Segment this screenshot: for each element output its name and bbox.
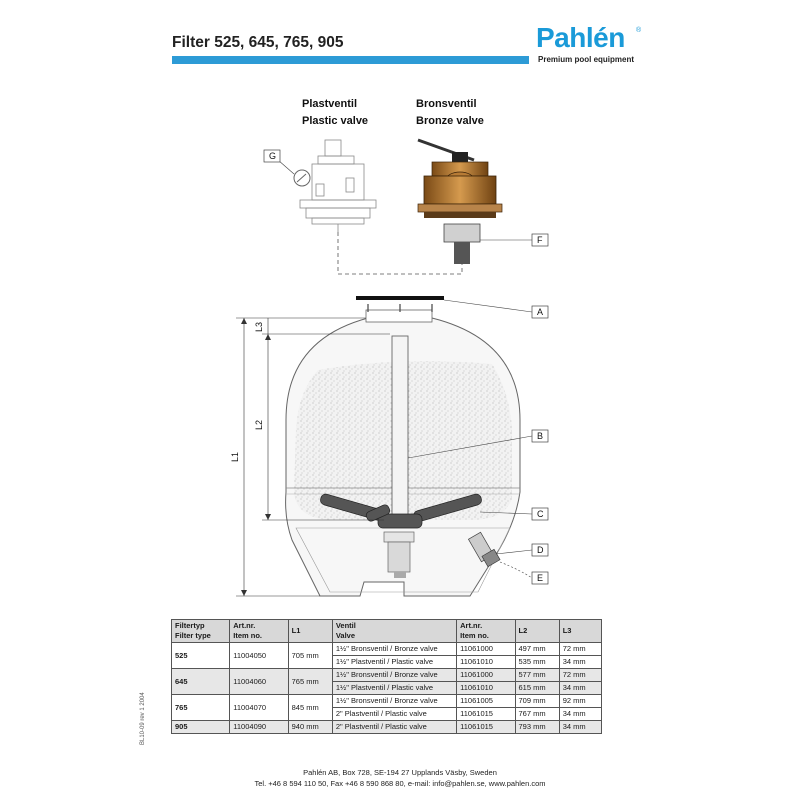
callout-e-label: E [537,573,543,583]
col-l2: L2 [514,619,560,643]
callout-e [531,571,549,585]
callout-d [531,543,549,557]
top-flange [365,309,433,323]
drain-plug [467,531,501,568]
callout-c-label: C [537,509,544,519]
table-row: 645 11004060 765 mm 1½" Bronsventil / Br… [170,668,603,695]
callout-b [531,429,549,443]
col-l1: L1 [287,619,333,643]
callout-a [531,305,549,319]
laterals [320,493,482,529]
bronze-valve-drawing [417,138,503,264]
brand-tagline: Premium pool equipment [538,55,635,64]
lid-seal [356,296,444,300]
dimension-l1: L1 [230,452,240,462]
page-title: Filter 525, 645, 765, 905 [172,34,344,51]
brand-registered-mark: ® [636,27,642,34]
dimension-l2: L2 [254,420,264,430]
dimension-l3: L3 [254,322,264,332]
callout-f-label: F [537,235,543,245]
table-row: 1½" Plastventil / Plastic valve 11061010… [172,655,603,669]
plastic-valve-drawing [299,139,377,232]
footer-contact: Tel. +46 8 594 110 50, Fax +46 8 590 868… [254,779,546,788]
callout-c [531,507,549,521]
footer-address: Pahlén AB, Box 728, SE-194 27 Upplands V… [303,768,497,777]
table-row: 525 11004050 705 mm 1½" Bronsventil / Br… [170,642,603,669]
callout-a-label: A [537,307,543,317]
col-l3: L3 [558,619,603,643]
valve-connector-dashed [337,232,463,275]
bronze-valve-caption-en: Bronze valve [416,115,484,127]
col-item-no: Art.nr.Item no. [229,619,289,643]
callout-g-label: G [269,151,276,161]
callout-g [263,149,281,163]
callout-d-label: D [537,545,544,555]
brand-logo: Pahlén ® Premium pool equipment [536,22,646,68]
header-accent-bar [172,56,529,64]
callout-b-label: B [537,431,543,441]
plastic-valve-caption-sv: Plastventil [302,98,357,110]
callout-f [531,233,549,247]
central-pipe [391,335,409,521]
table-row: 765 11004070 845 mm 1½" Bronsventil / Br… [170,694,603,721]
bronze-valve-caption-sv: Bronsventil [416,98,477,110]
table-row: 2" Plastventil / Plastic valve 11061015 … [172,707,603,721]
dimension-lines [236,317,390,597]
document-id: BL10-09 rev 1 2004 [140,692,146,745]
col-valve-item-no: Art.nr.Item no. [456,619,516,643]
table-row: 1½" Plastventil / Plastic valve 11061010… [172,681,603,695]
plastic-valve-caption-en: Plastic valve [302,115,368,127]
table-row: 905 11004090 940 mm 2" Plastventil / Pla… [170,720,603,734]
brand-name: Pahlén [536,22,625,53]
